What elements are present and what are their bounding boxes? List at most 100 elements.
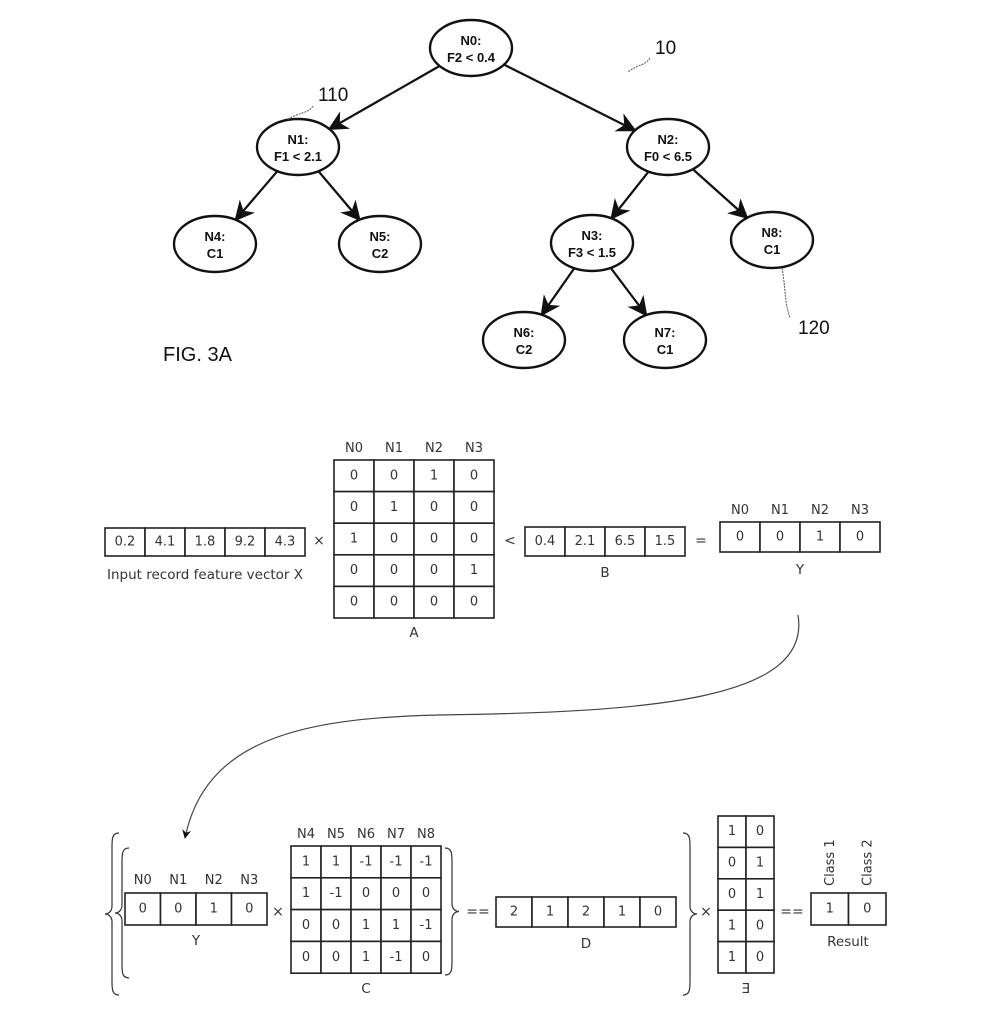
- node-id-label: N2:: [658, 132, 679, 147]
- cell-value: 0: [654, 905, 662, 920]
- cell-value: 1: [392, 918, 400, 933]
- cell: [290, 876, 322, 911]
- cell-value: 0.2: [115, 535, 136, 550]
- inner-right-brace: [444, 847, 460, 976]
- tree-edge-n1-n4: [234, 170, 279, 222]
- column-header: N2: [811, 503, 829, 518]
- node-condition-label: C2: [516, 342, 533, 357]
- result-caption: Result: [827, 934, 869, 950]
- node-id-label: N4:: [205, 229, 226, 244]
- cell: [604, 526, 646, 557]
- node-ellipse: [625, 117, 711, 177]
- cell-value: 4.1: [155, 535, 176, 550]
- cell: [717, 877, 747, 911]
- cell-value: 0: [174, 902, 182, 917]
- tree-edge-n3-n6: [540, 267, 576, 317]
- tree-node-n3: N3:F3 < 1.5: [549, 213, 635, 273]
- cell: [413, 490, 455, 525]
- cell-value: 1: [210, 902, 218, 917]
- cell-value: 0: [390, 532, 398, 547]
- operator-multiply-3: ×: [700, 904, 712, 920]
- cell-value: 2.1: [575, 534, 596, 549]
- node-ellipse: [729, 210, 815, 270]
- node-condition-label: F1 < 2.1: [274, 149, 322, 164]
- operator-multiply: ×: [313, 533, 325, 549]
- cell-value: 2: [582, 905, 590, 920]
- cell-value: 1: [390, 500, 398, 515]
- cell: [567, 896, 605, 928]
- matrix-a-caption: A: [409, 625, 419, 641]
- cell-value: 0: [302, 950, 310, 965]
- node-condition-label: C2: [372, 246, 389, 261]
- cell: [453, 522, 495, 556]
- cell-value: 0: [392, 886, 400, 901]
- tree-edge-n2-n8: [692, 168, 749, 220]
- cell-value: 0: [332, 918, 340, 933]
- tree-edge-n0-n1: [327, 65, 441, 131]
- cell-value: 0: [139, 902, 147, 917]
- cell-value: 1: [546, 905, 554, 920]
- cell-value: 1.5: [655, 534, 676, 549]
- node-ellipse: [481, 310, 567, 370]
- column-header: N7: [387, 827, 405, 842]
- cell: [350, 940, 382, 975]
- cell: [413, 553, 455, 588]
- cell: [453, 585, 495, 619]
- cell-value: 1.8: [195, 535, 216, 550]
- cell-value: 0: [390, 595, 398, 610]
- cell-value: 4.3: [275, 535, 296, 550]
- matrix-e-caption: E: [742, 981, 751, 997]
- cell-value: 0: [736, 530, 744, 545]
- cell-value: -1: [420, 918, 433, 933]
- cell-value: 0: [430, 563, 438, 578]
- node-ellipse: [255, 117, 341, 177]
- vector-x-caption: Input record feature vector X: [107, 567, 303, 583]
- vector-y-caption: Y: [795, 562, 805, 578]
- tree-node-n4: N4:C1: [172, 214, 258, 274]
- cell-value: 1: [756, 856, 764, 871]
- cell-value: 1: [728, 918, 736, 933]
- node-condition-label: C1: [657, 342, 674, 357]
- column-header: N6: [357, 827, 375, 842]
- node-condition-label: F2 < 0.4: [447, 50, 496, 65]
- cell: [410, 940, 442, 975]
- cell-value: 0: [728, 887, 736, 902]
- column-header: N0: [345, 441, 363, 456]
- cell-value: 1: [350, 532, 358, 547]
- cell-value: 0: [332, 950, 340, 965]
- cell-value: 1: [302, 886, 310, 901]
- cell: [264, 527, 306, 557]
- cell-value: 0: [470, 468, 478, 483]
- tree-node-n7: N7:C1: [622, 310, 708, 370]
- cell: [564, 526, 606, 557]
- operator-multiply-2: ×: [272, 904, 284, 920]
- operator-less-than: <: [504, 533, 516, 549]
- cell-value: 0: [390, 563, 398, 578]
- cell: [717, 846, 747, 880]
- cell-value: -1: [390, 950, 403, 965]
- ref-numeral-internal-node: 110: [318, 85, 348, 106]
- cell-value: 1: [826, 902, 834, 917]
- cell: [839, 521, 881, 553]
- tree-node-n2: N2:F0 < 6.5: [625, 117, 711, 177]
- cell-value: 1: [816, 530, 824, 545]
- vector-b-caption: B: [600, 565, 609, 581]
- column-header: N5: [327, 827, 345, 842]
- cell-value: 0: [728, 856, 736, 871]
- column-header: N4: [297, 827, 315, 842]
- node-id-label: N6:: [514, 325, 535, 340]
- cell-value: 0: [776, 530, 784, 545]
- tree-edge-n0-n2: [503, 63, 637, 132]
- cell: [104, 527, 146, 557]
- cell-value: 0: [863, 902, 871, 917]
- cell: [333, 585, 375, 619]
- vector-d-caption: D: [581, 936, 591, 952]
- result-class-header: Class 2: [861, 839, 876, 886]
- outer-left-brace: [104, 832, 120, 996]
- cell-value: 1: [728, 824, 736, 839]
